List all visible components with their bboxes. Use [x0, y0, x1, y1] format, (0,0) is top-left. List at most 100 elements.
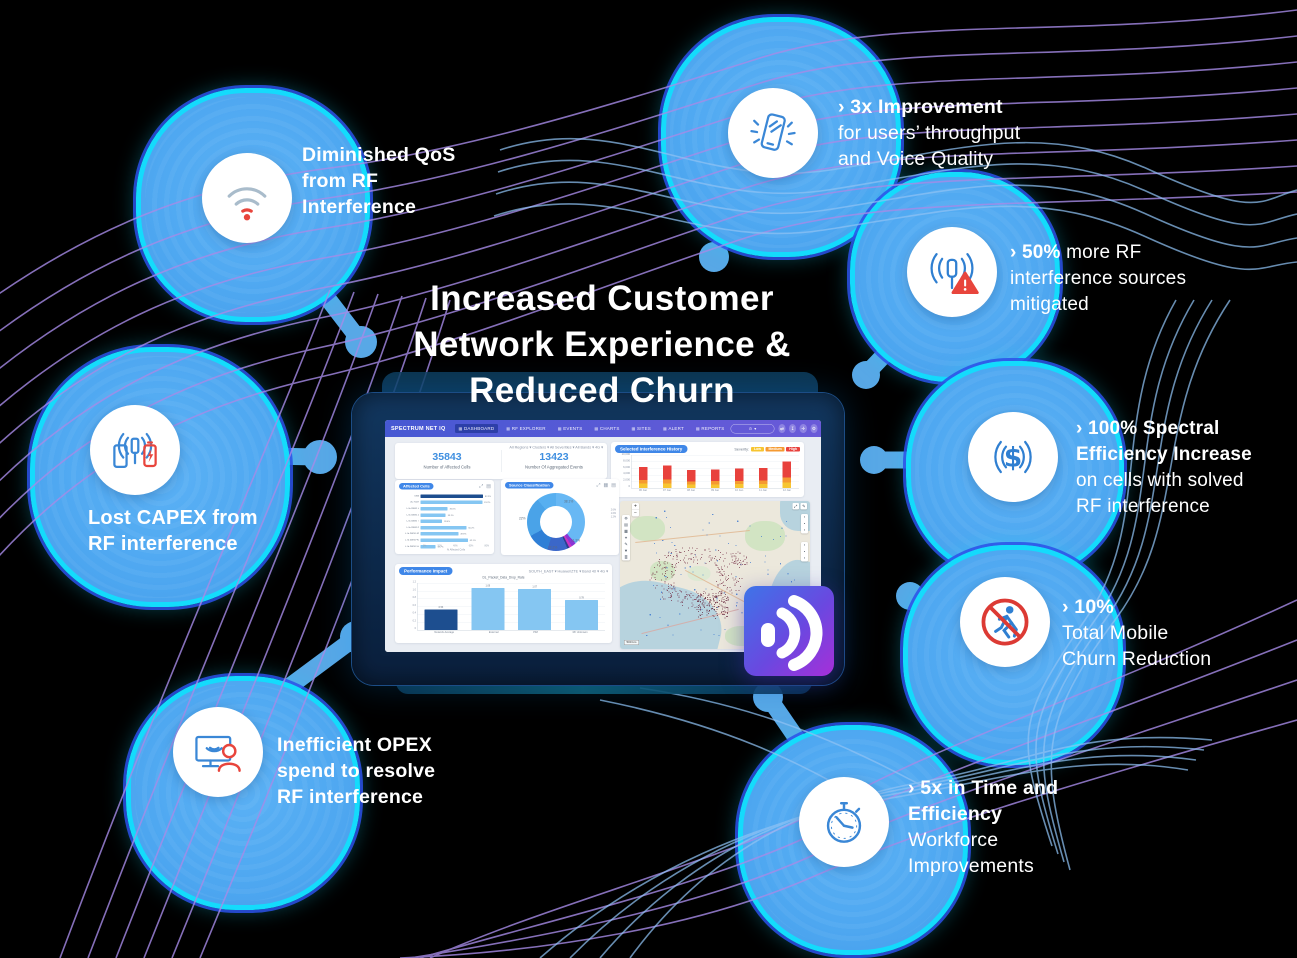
affected-cells-title: Affected Cells	[399, 483, 434, 490]
bar-segment-high	[782, 461, 792, 478]
icon-circle-workforce	[799, 777, 889, 867]
stopwatch-icon	[826, 802, 862, 843]
map-zoom-control[interactable]: +−	[632, 503, 639, 517]
icon-circle-improvement	[728, 88, 818, 178]
affected-cells-x-ticks: 0%20%40%60%80%	[423, 544, 489, 548]
download-icon-button[interactable]: ↧	[789, 424, 797, 433]
performance-bar: 0.78	[565, 597, 599, 630]
bar-segment-low	[639, 483, 648, 488]
nav-item-charts[interactable]: ▦CHARTS	[594, 426, 620, 431]
icon-circle-churn	[960, 577, 1050, 667]
signal-logo-icon	[761, 595, 823, 671]
fullscreen-icon[interactable]: ⤢	[792, 503, 799, 510]
vibrating-phone-icon	[750, 113, 796, 151]
source-classification-title: Source Classification	[505, 482, 554, 489]
map-scale: 500 km	[624, 640, 639, 645]
affected-cells-x-label: % Affected Cells	[446, 548, 466, 552]
donut-minor-labels: 2.6%1.6%1.2%	[610, 508, 616, 519]
bar-segment-low	[663, 483, 672, 488]
gear-icon-button[interactable]: ⚙	[810, 424, 818, 433]
performance-impact-card: Performance Impact SOUTH_EAST ▾ Huawei/Z…	[395, 564, 612, 643]
bar-segment-high	[734, 468, 744, 481]
nav-item-dashboard[interactable]: ▦DASHBOARD	[454, 424, 498, 433]
performance-bar: 0.53	[424, 607, 458, 630]
nav-item-rf-explorer[interactable]: ▦RF EXPLORER	[506, 426, 546, 431]
label-churn: › 10% Total Mobile Churn Reduction	[1062, 596, 1212, 670]
map-side-buttons-bottom[interactable]: ▪▪▪	[801, 542, 808, 562]
bar-segment-low	[710, 484, 720, 488]
nav-item-events[interactable]: ▦EVENTS	[557, 426, 583, 431]
legend-chip-low: Low	[750, 446, 764, 452]
bar-segment-low	[758, 484, 768, 488]
map-toolbar[interactable]: ⊗▤▦ ⌖✎▼ ≣	[622, 515, 630, 561]
devices-battery-icon	[113, 432, 157, 468]
expand-icon[interactable]: ⤢	[479, 483, 484, 490]
wifi-interference-icon	[227, 187, 267, 221]
icon-circle-spectral: $	[968, 412, 1058, 502]
clock-icon: ⊙	[748, 426, 753, 431]
dashboard-navbar: SPECTRUM NET IQ ▦DASHBOARD ▦RF EXPLORER ▦E…	[385, 420, 821, 437]
nav-item-sites[interactable]: ▦SITES	[631, 426, 652, 431]
antenna-warning-icon	[930, 253, 979, 295]
source-classification-donut: 38.1% 22% 12.2% 11.3%	[519, 493, 585, 551]
icon-circle-qos	[202, 153, 292, 243]
stat-affected-cells-value: 35843	[432, 451, 462, 463]
performance-impact-title: Performance Impact	[399, 567, 453, 575]
expand-icon[interactable]: ⤢	[596, 482, 601, 489]
bar-segment-high	[758, 467, 768, 481]
nav-item-alert[interactable]: ▦ALERT	[663, 426, 684, 431]
label-improvement: › 3x Improvement for users’ throughput a…	[838, 96, 1021, 170]
list-icon: ≣	[624, 555, 628, 560]
monitor-person-icon	[195, 735, 241, 772]
icon-circle-mitigated	[907, 227, 997, 317]
bar-segment-low	[687, 484, 696, 488]
user-icon-button[interactable]: ✛	[799, 424, 807, 433]
edit-icon[interactable]: ✎	[800, 503, 807, 510]
interference-history-card: Selected Interference History Severity: …	[611, 442, 804, 497]
dashboard-brand: SPECTRUM NET IQ	[391, 425, 446, 432]
interference-history-title: Selected Interference History	[615, 445, 688, 453]
bar-segment-high	[639, 467, 648, 481]
performance-filters[interactable]: SOUTH_EAST ▾ Huawei/ZTE ▾ Band 40 ▾ 4G ▾	[528, 568, 608, 574]
label-mitigated: › 50% more RF interference sources mitig…	[1010, 242, 1187, 315]
bar-segment-high	[663, 465, 672, 480]
stats-filters[interactable]: All Regions ▾ Clusters ▾ All Severities …	[509, 445, 603, 450]
svg-text:$: $	[1004, 443, 1022, 473]
map-side-buttons-top[interactable]: ▪▪▪	[801, 514, 808, 534]
stat-aggregated-events-value: 13423	[539, 451, 569, 463]
bar-segment-high	[710, 469, 720, 482]
performance-bar: 1.07	[518, 586, 552, 630]
nav-item-reports[interactable]: ▦REPORTS	[695, 426, 725, 431]
label-workforce: › 5x in Time and Efficiency Workforce Im…	[908, 777, 1059, 877]
stat-affected-cells-label: Number of Affected Cells	[423, 464, 471, 470]
bar-segment-low	[734, 484, 744, 488]
menu-icon[interactable]: ▤	[486, 483, 491, 490]
grid-icon[interactable]: ▦	[603, 482, 609, 489]
menu-icon[interactable]: ▤	[611, 482, 616, 489]
bar-segment-low	[782, 482, 792, 488]
performance-bar: 1.09	[471, 585, 505, 630]
icon-circle-opex	[173, 707, 263, 797]
legend-chip-high: High	[786, 446, 800, 452]
performance-chart-title: DL_Packet_Data_Drop_Rate	[482, 576, 525, 580]
interference-chart	[631, 455, 799, 489]
dollar-signal-icon: $	[994, 440, 1032, 473]
brand-logo	[744, 586, 834, 676]
no-churn-runner-icon	[981, 598, 1029, 646]
source-classification-card: Source Classification ⤢ ▦ ▤ 38.1% 22% 12…	[501, 479, 619, 555]
icon-circle-capex	[90, 405, 180, 495]
sync-icon-button[interactable]: ⇄	[778, 424, 786, 433]
navbar-pill-control[interactable]: ⊙ ▾	[730, 423, 775, 434]
performance-chart: 0.53 1.09 1.07 0.78	[417, 583, 605, 631]
label-spectral: › 100% Spectral Efficiency Increase on c…	[1076, 418, 1252, 517]
legend-chip-medium: Medium	[765, 446, 785, 452]
